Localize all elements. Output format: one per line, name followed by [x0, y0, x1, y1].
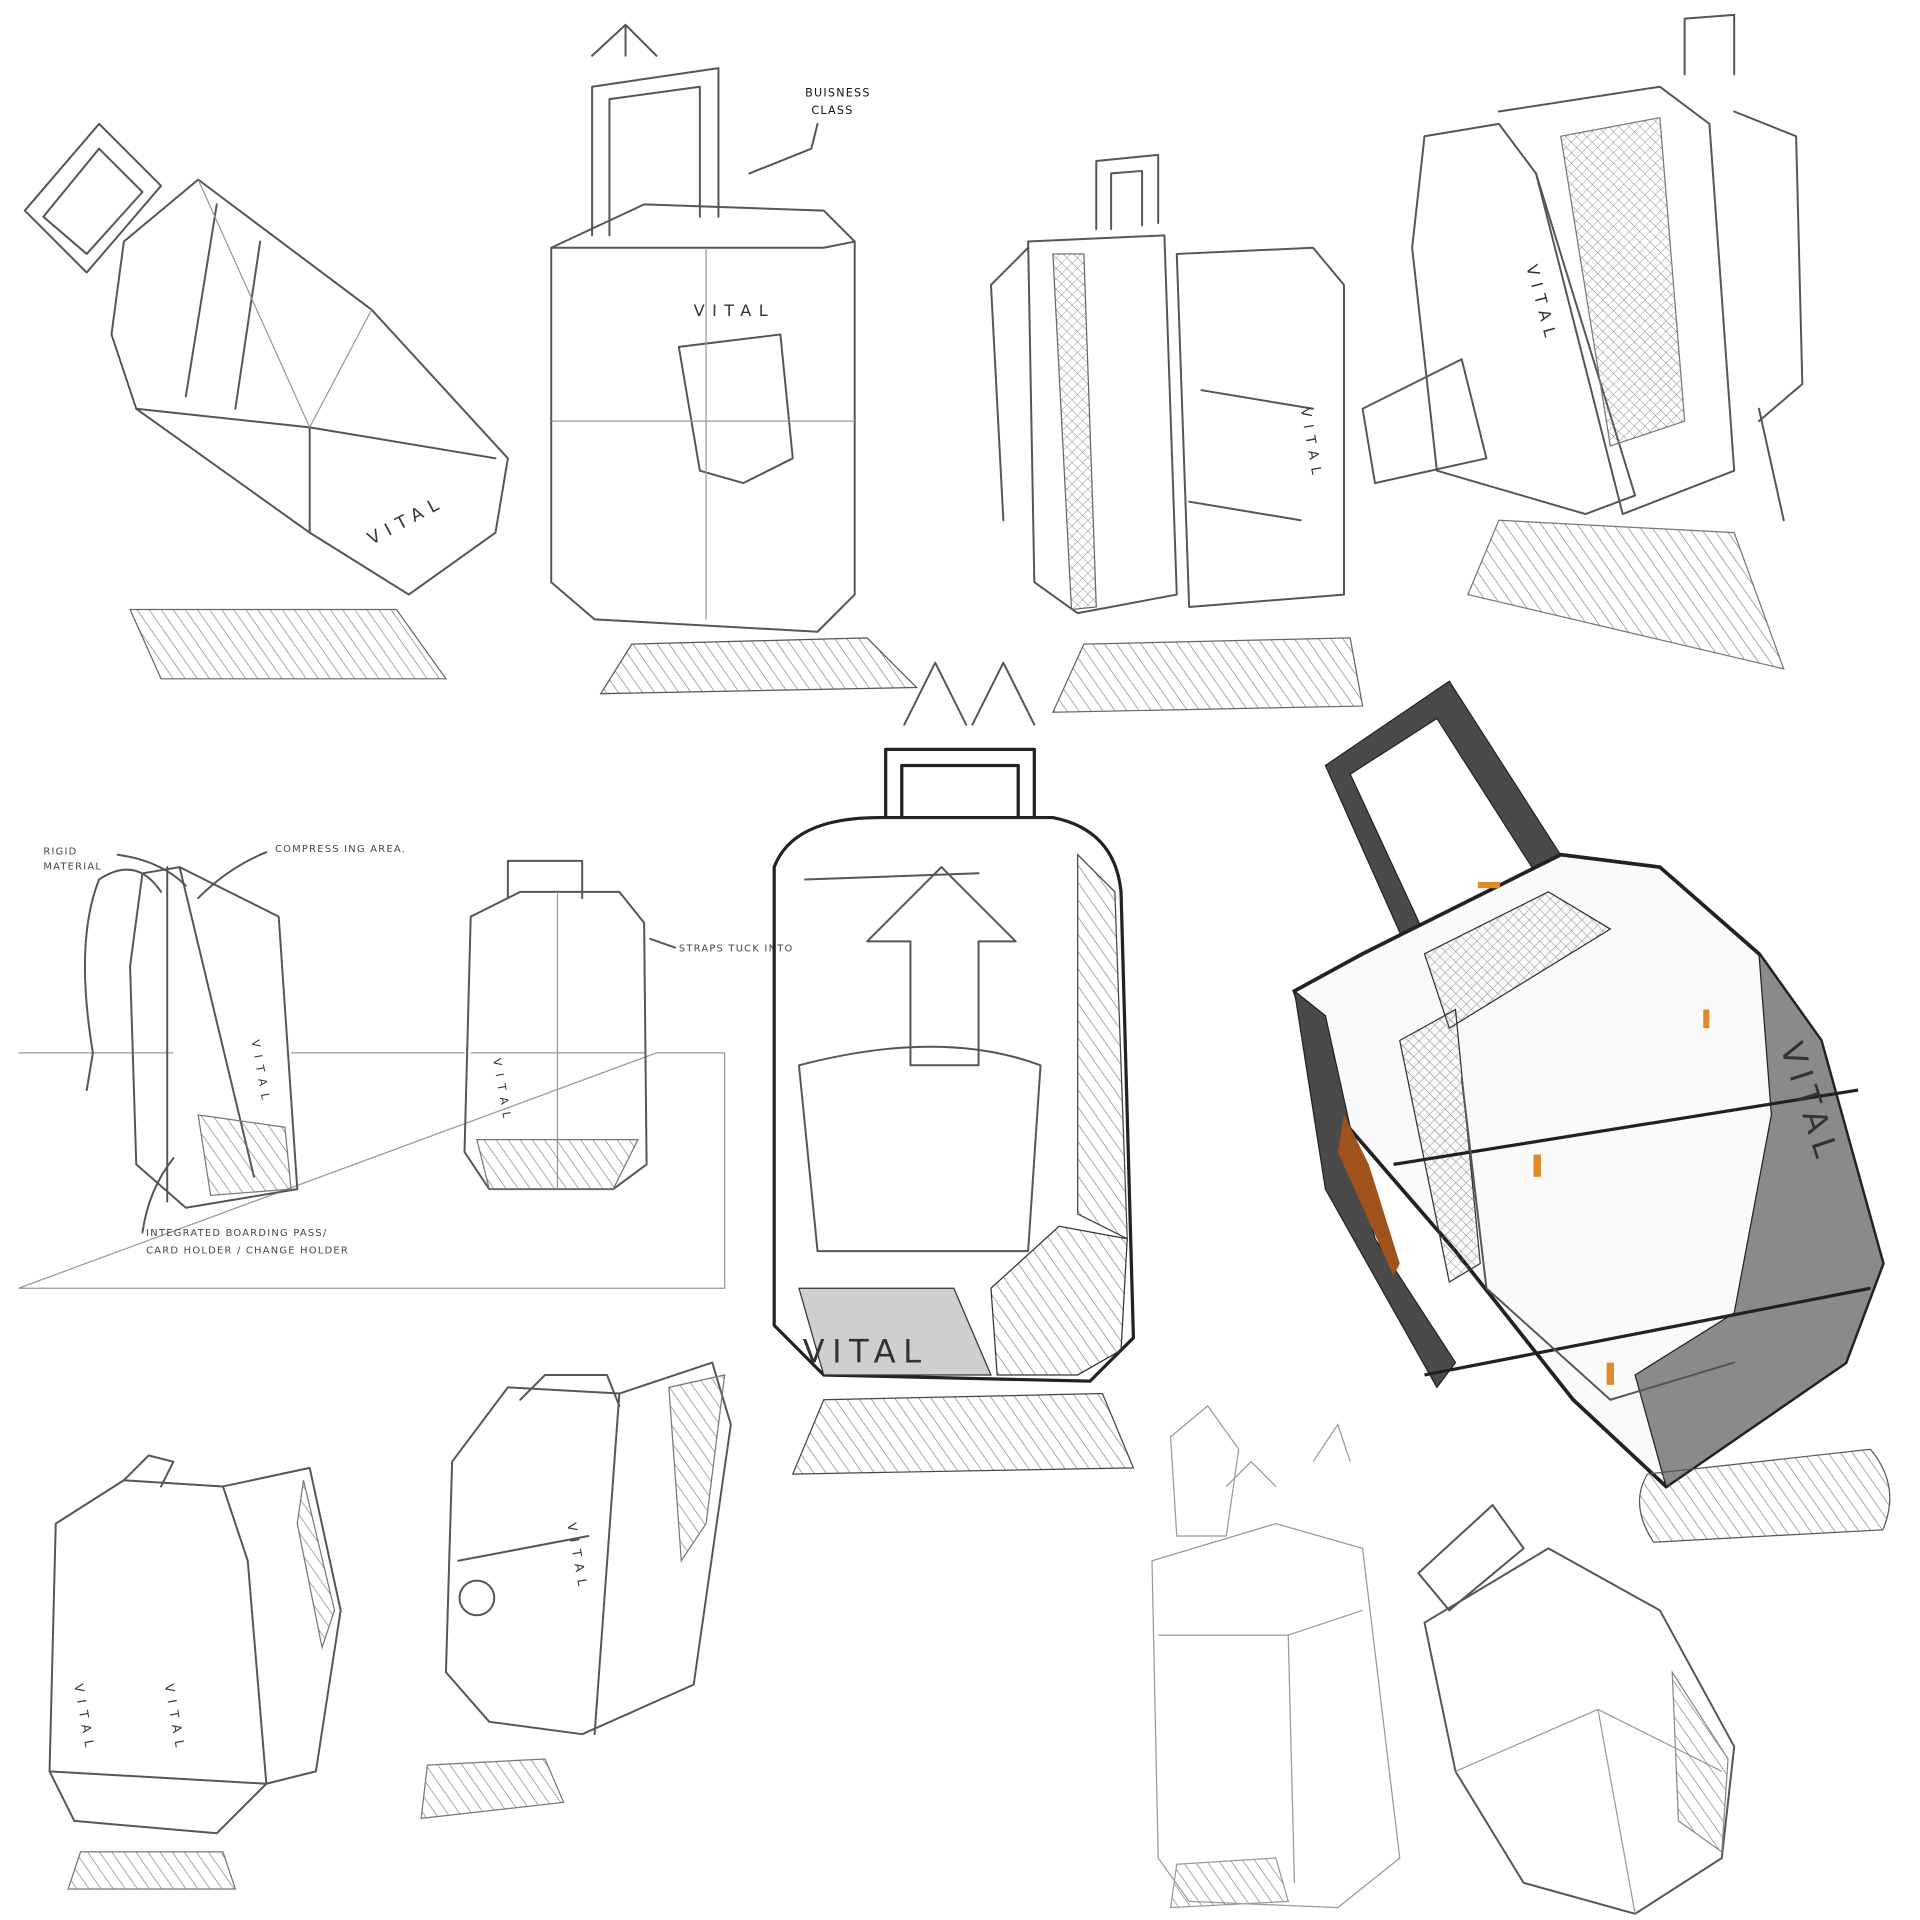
ground-shadow [129, 608, 448, 680]
brand-logo: VITAL [365, 492, 449, 550]
annotation-rigid-material: RIGID [43, 847, 77, 858]
brand-logo-side: VITAL [162, 1683, 188, 1756]
ground-shadow [420, 1758, 565, 1820]
ground-shadow [1169, 1857, 1290, 1909]
sketch-open-backpack: VITAL [1361, 13, 1804, 670]
sketch-backpack-bottom-left: VITAL VITAL [48, 1454, 342, 1890]
brand-logo: VITAL [249, 1039, 274, 1108]
sketch-bottom-right-luggage-pair [1151, 1405, 1736, 1915]
brand-logo: VITAL [803, 1333, 929, 1371]
annotation-boarding-pass: INTEGRATED BOARDING PASS/ [146, 1228, 327, 1239]
ground-shadow [599, 637, 919, 695]
brand-logo: VITAL [1297, 407, 1326, 483]
sketch-tilted-suitcase: VITAL [23, 122, 509, 680]
annotation-boarding-pass-2: CARD HOLDER / CHANGE HOLDER [146, 1246, 349, 1257]
brand-logo: VITAL [490, 1057, 515, 1126]
sketch-marker-rendered-suitcase: VITAL [1292, 680, 1891, 1543]
sketch-open-suitcase: VITAL [989, 153, 1364, 713]
ground-shadow [791, 1392, 1135, 1475]
annotation-business-class-2: CLASS [811, 104, 853, 117]
ground-shadow [1051, 637, 1364, 713]
annotation-rigid-material-2: MATERIAL [43, 862, 102, 873]
brand-logo: VITAL [71, 1683, 97, 1756]
annotation-straps-tuck: STRAPS TUCK INTO [679, 943, 794, 954]
brand-logo: VITAL [1522, 262, 1561, 346]
sketch-backpack-bottom-middle: VITAL [420, 1361, 732, 1820]
ground-shadow [1467, 519, 1785, 670]
sketch-backpack-front: VITAL STRAPS TUCK INTO [463, 859, 794, 1191]
ground-shadow [67, 1851, 237, 1890]
sketch-business-class-suitcase: VITAL BUISNESS CLASS [550, 23, 919, 695]
brand-logo: VITAL [564, 1522, 590, 1595]
sketch-backpack-side: VITAL RIGID MATERIAL COMPRESS ING AREA. … [18, 844, 726, 1289]
sketch-central-suitcase: VITAL [772, 661, 1136, 1475]
annotation-compressing-area: COMPRESS ING AREA. [275, 844, 406, 855]
brand-logo: VITAL [694, 301, 775, 320]
annotation-business-class: BUISNESS [805, 87, 871, 100]
ground-shadow [1638, 1448, 1891, 1543]
